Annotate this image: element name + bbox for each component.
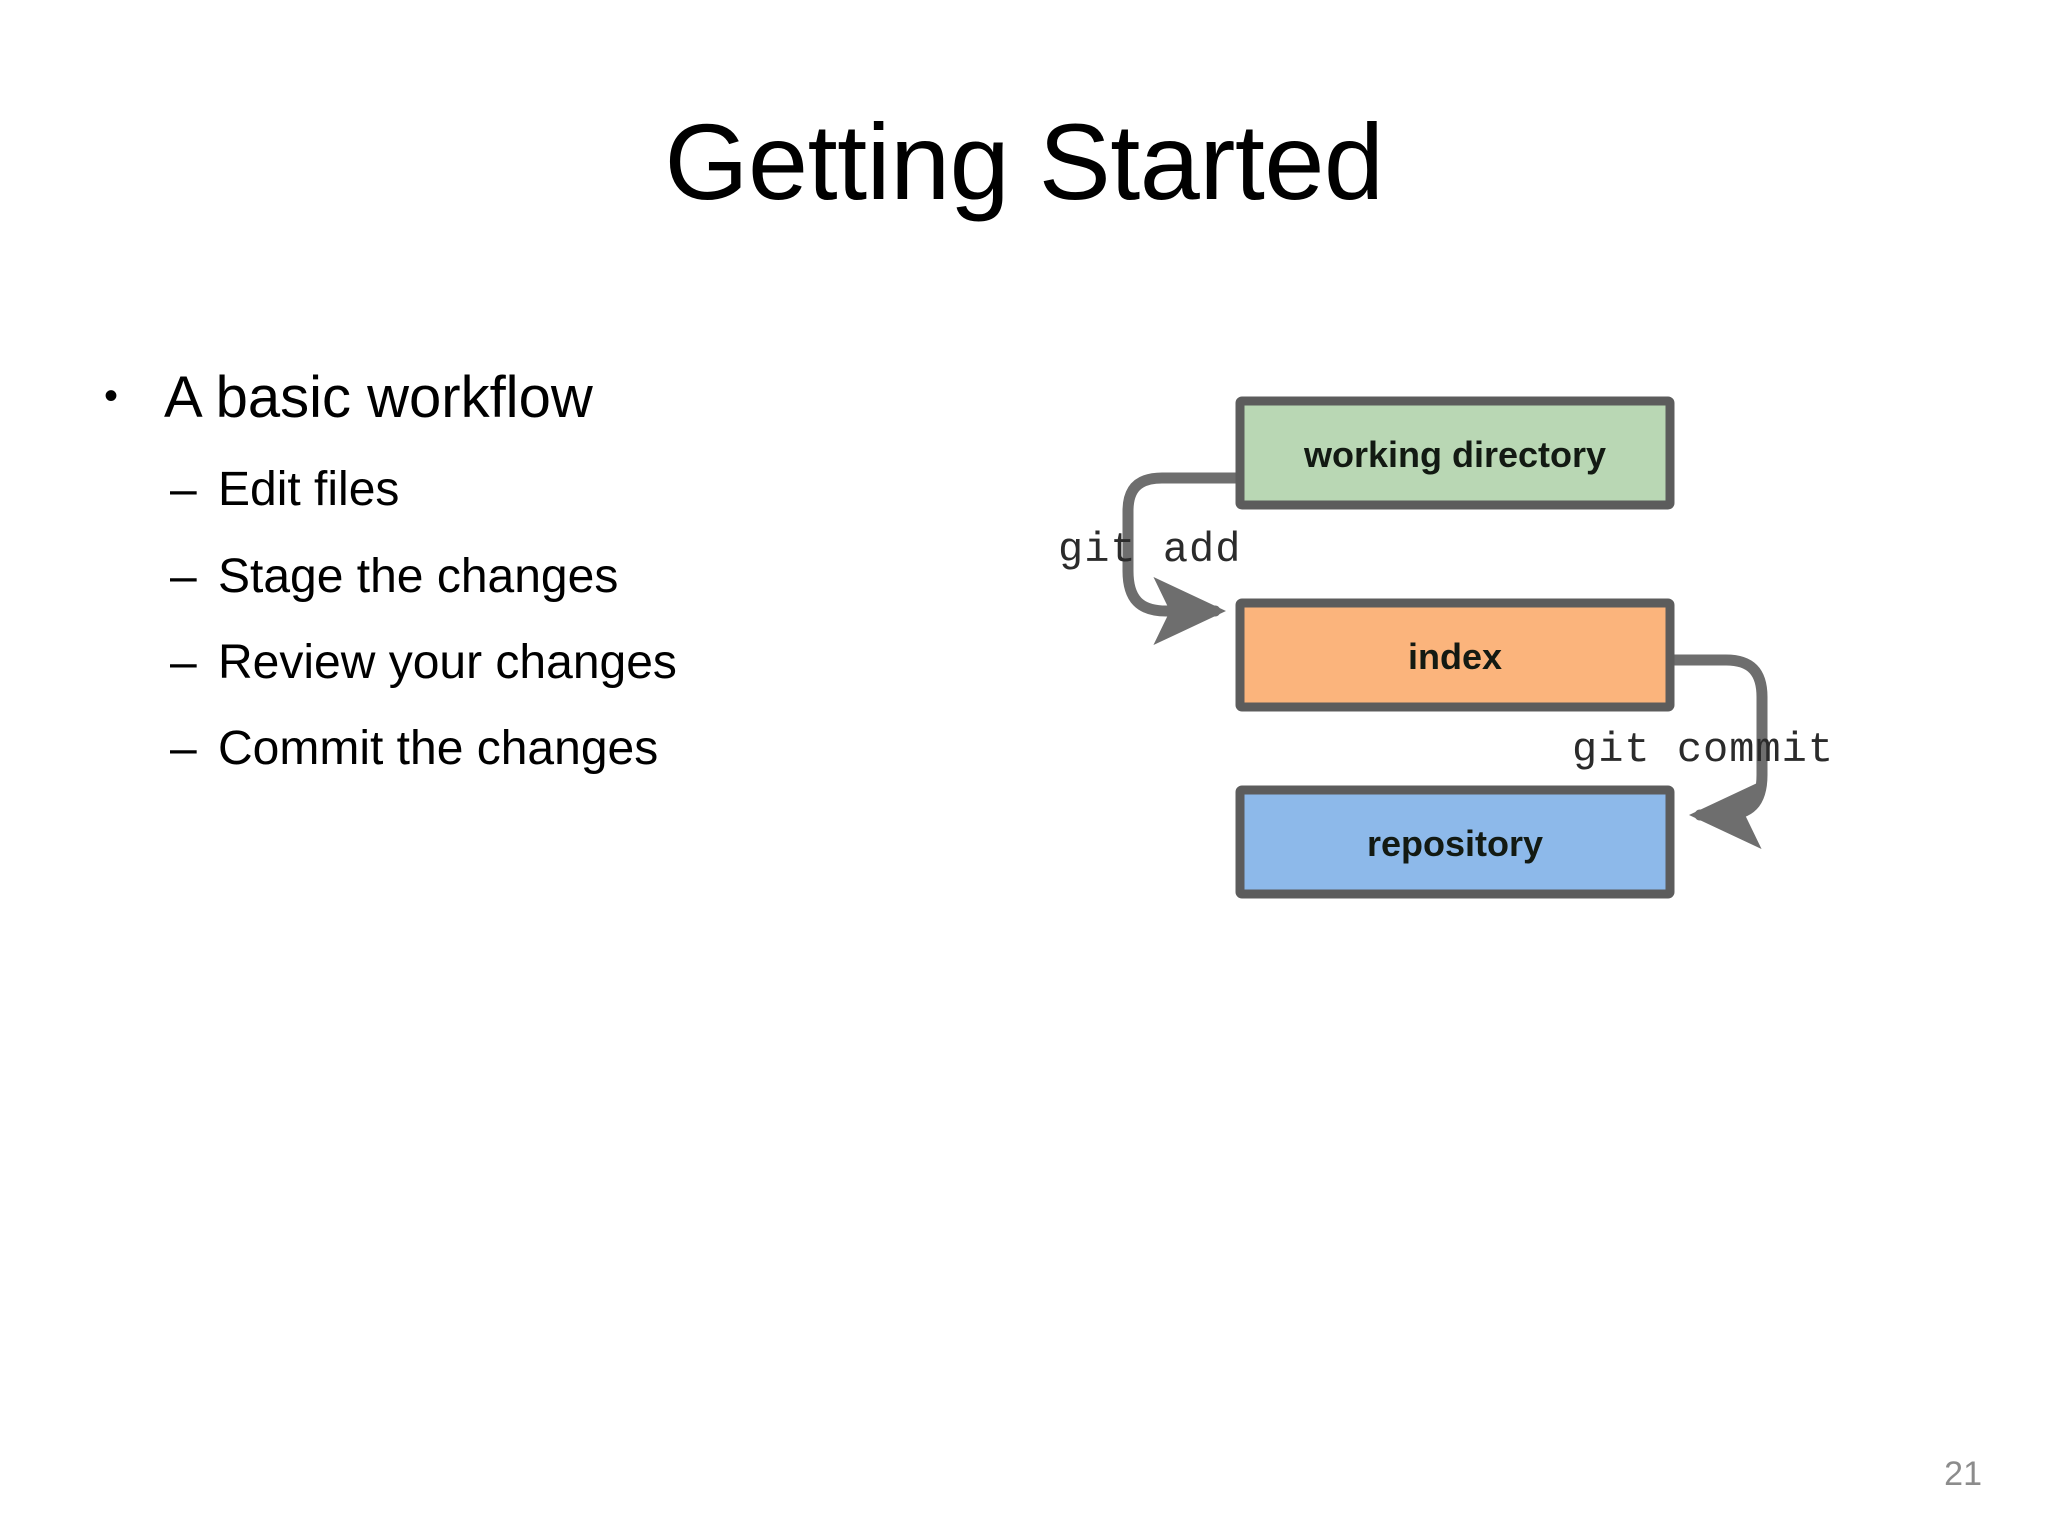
git-add-command-label: git add <box>1058 526 1241 574</box>
repository-rect <box>1235 785 1675 899</box>
git-workflow-diagram: working directory index repository git a… <box>1010 375 1970 920</box>
bullet-item-review-your-changes: – Review your changes <box>96 626 956 700</box>
git-commit-command-label: git commit <box>1572 726 1834 774</box>
page-number: 21 <box>1944 1455 1982 1493</box>
working-directory-rect <box>1235 396 1675 510</box>
diagram-box-repository: repository <box>1235 785 1675 899</box>
index-rect <box>1235 598 1675 712</box>
sub-bullet-label: Stage the changes <box>218 549 619 603</box>
repository-label: repository <box>1367 823 1543 864</box>
sub-bullet-label: Edit files <box>218 463 400 517</box>
page-title: Getting Started <box>664 101 1384 222</box>
diagram-box-index: index <box>1235 598 1675 712</box>
dash-marker-icon: – <box>170 549 197 603</box>
dash-marker-icon: – <box>170 722 197 776</box>
bullet-label: A basic workflow <box>164 365 593 430</box>
bullet-list: • A basic workflow – Edit files – Stage … <box>96 365 956 799</box>
git-commit-arrow <box>1664 654 1768 850</box>
working-directory-label: working directory <box>1303 434 1606 475</box>
dash-marker-icon: – <box>170 463 197 517</box>
sub-bullet-list: – Edit files – Stage the changes – Revie… <box>96 453 956 787</box>
bullet-item-edit-files: – Edit files <box>96 453 956 527</box>
bullet-item-a-basic-workflow: • A basic workflow <box>96 365 956 431</box>
bullet-item-stage-the-changes: – Stage the changes <box>96 540 956 614</box>
bullet-marker-icon: • <box>104 374 119 418</box>
git-add-arrow <box>1122 472 1246 646</box>
index-label: index <box>1408 636 1502 677</box>
bullet-item-commit-the-changes: – Commit the changes <box>96 712 956 786</box>
sub-bullet-label: Commit the changes <box>218 722 659 776</box>
sub-bullet-label: Review your changes <box>218 635 677 689</box>
diagram-box-working-directory: working directory <box>1235 396 1675 510</box>
dash-marker-icon: – <box>170 635 197 689</box>
